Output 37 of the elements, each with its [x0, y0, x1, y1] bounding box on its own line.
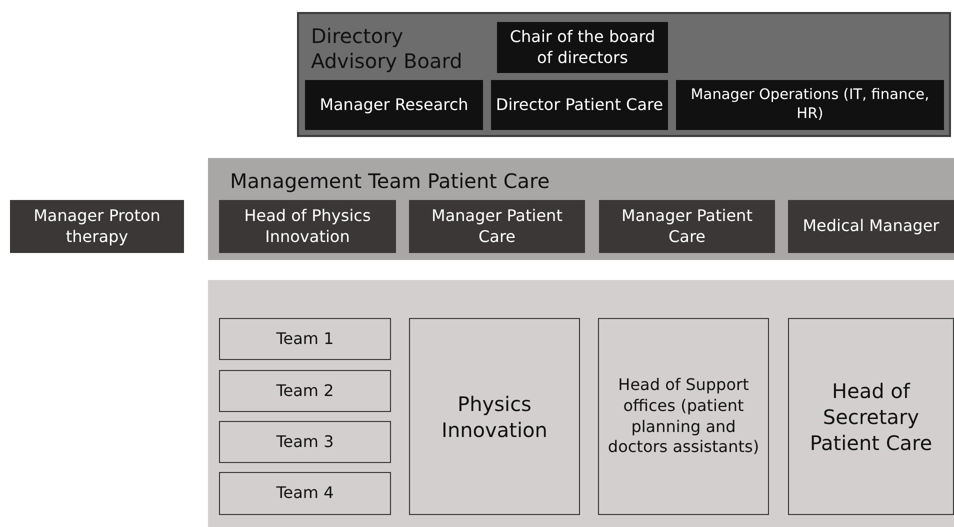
- role-box: [305, 80, 483, 130]
- role-label: Chair of the board of directors: [508, 26, 656, 68]
- role-label: Team 1: [275, 328, 335, 350]
- role-label: Team 3: [275, 432, 335, 452]
- panel-heading: Management Team Patient Care: [229, 168, 551, 194]
- role-label: Manager Patient Care: [620, 206, 754, 248]
- role-box: [219, 421, 391, 463]
- group-panel: [297, 12, 951, 137]
- role-label: Head of Support offices (patient planning and doctors assistants): [606, 374, 760, 458]
- role-label: Manager Research: [318, 94, 470, 116]
- group-panel: [208, 158, 954, 260]
- role-box: [219, 200, 396, 253]
- role-box: [409, 318, 580, 515]
- role-box: [219, 370, 391, 412]
- role-label: Physics Innovation: [440, 390, 548, 442]
- role-box: [598, 318, 769, 515]
- role-box: [409, 200, 585, 253]
- role-label: Director Patient Care: [494, 94, 664, 116]
- role-box: [219, 318, 391, 360]
- role-label: Head of Secretary Patient Care: [808, 378, 934, 456]
- role-box: [491, 80, 668, 130]
- role-box: [10, 200, 184, 253]
- role-label: Manager Operations (IT, finance, HR): [690, 86, 930, 124]
- role-label: Manager Proton therapy: [32, 206, 162, 248]
- role-box: [676, 80, 944, 130]
- role-box: [599, 200, 775, 253]
- role-box: [788, 318, 954, 515]
- role-label: Head of Physics Innovation: [243, 206, 372, 248]
- group-panel: [208, 280, 954, 527]
- role-label: Medical Manager: [802, 216, 940, 237]
- role-label: Team 4: [275, 483, 335, 504]
- role-box: [497, 22, 668, 73]
- role-label: Manager Patient Care: [430, 206, 564, 248]
- role-label: Team 2: [275, 380, 335, 402]
- role-box: [788, 200, 954, 253]
- role-box: [219, 472, 391, 515]
- panel-heading: Directory Advisory Board: [310, 24, 464, 74]
